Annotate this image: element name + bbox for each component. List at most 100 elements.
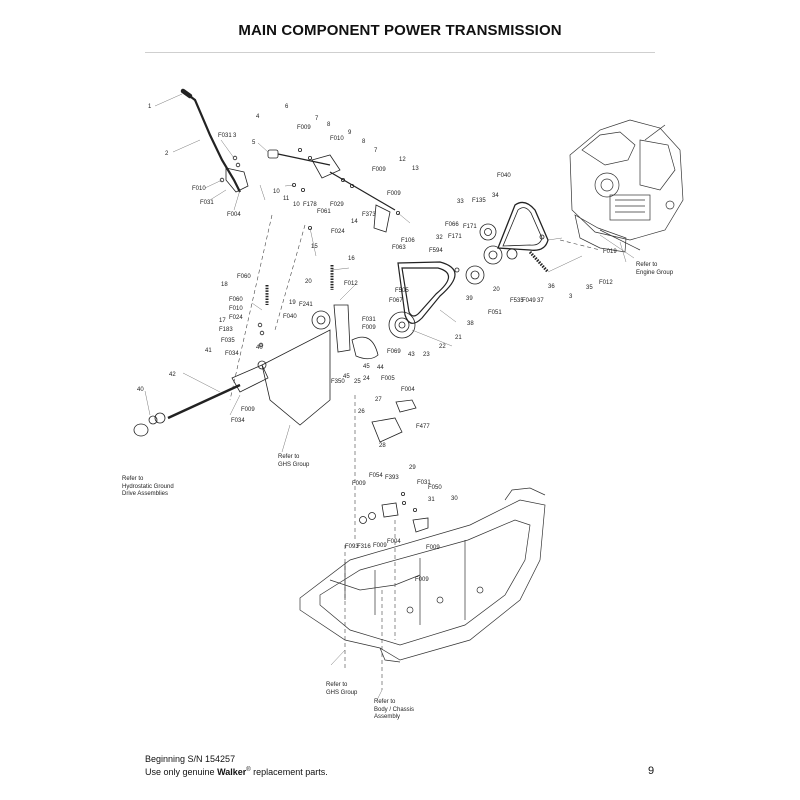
callout-label: 45 — [363, 364, 370, 370]
callout-label: F034 — [231, 418, 245, 424]
reference-line: Refer to — [374, 699, 396, 705]
callout-label: F009 — [387, 191, 401, 197]
callout-label: 32 — [436, 235, 443, 241]
callout-label: 45 — [343, 374, 350, 380]
pulleys-right — [454, 201, 550, 285]
callout-label: F031 — [218, 133, 232, 139]
callout-label: F009 — [426, 545, 440, 551]
callout-label: 20 — [493, 287, 500, 293]
callout-label: F067 — [389, 298, 403, 304]
callout-label: F009 — [352, 481, 366, 487]
callout-label: F316 — [357, 544, 371, 550]
body-chassis-reference: Refer to Body / Chassis Assembly — [374, 699, 414, 722]
callout-label: 40 — [256, 345, 263, 351]
callout-label: F061 — [317, 209, 331, 215]
callout-label: F034 — [225, 351, 239, 357]
callout-label: F035 — [221, 338, 235, 344]
callout-label: F106 — [401, 238, 415, 244]
callout-label: F031 — [200, 200, 214, 206]
callout-label: 44 — [377, 365, 384, 371]
callout-label: F241 — [299, 302, 313, 308]
reference-line: Refer to — [326, 682, 348, 688]
callout-label: F009 — [373, 543, 387, 549]
callout-label: 28 — [379, 443, 386, 449]
callout-label: F049 — [522, 298, 536, 304]
callout-label: F535 — [510, 298, 524, 304]
callout-label: F373 — [362, 212, 376, 218]
callout-label: F069 — [387, 349, 401, 355]
upper-linkage — [267, 147, 400, 233]
callout-label: 5 — [252, 140, 256, 146]
callout-label: F594 — [429, 248, 443, 254]
callout-label: 6 — [285, 104, 289, 110]
callout-label: F050 — [428, 485, 442, 491]
ghs-group-reference-lower: Refer to GHS Group — [326, 682, 357, 697]
reference-line: Refer to — [278, 454, 300, 460]
callout-label: 36 — [548, 284, 555, 290]
notice-prefix: Use only genuine — [145, 767, 218, 777]
callout-label: F054 — [369, 473, 383, 479]
callout-label: 3 — [233, 133, 237, 139]
callout-label: 17 — [219, 318, 226, 324]
callout-label: 1 — [148, 104, 152, 110]
callout-label: 23 — [423, 352, 430, 358]
callout-label: 2 — [165, 151, 169, 157]
callout-label: F009 — [241, 407, 255, 413]
callout-leaders — [144, 93, 635, 701]
callout-label: 16 — [348, 256, 355, 262]
callout-label: F010 — [229, 306, 243, 312]
callout-label: 26 — [358, 409, 365, 415]
callout-label: 18 — [221, 282, 228, 288]
callout-label: 42 — [169, 372, 176, 378]
reference-line: Refer to — [636, 262, 658, 268]
callout-label: 40 — [137, 387, 144, 393]
callout-label: 22 — [439, 344, 446, 350]
callout-label: 27 — [375, 397, 382, 403]
callout-label: 43 — [408, 352, 415, 358]
callout-label: 11 — [283, 196, 290, 202]
idler-assembly — [257, 265, 416, 360]
notice-suffix: replacement parts. — [250, 767, 328, 777]
callout-label: F178 — [303, 202, 317, 208]
reference-line: GHS Group — [326, 689, 358, 696]
serial-number: Beginning S/N 154257 — [145, 754, 236, 764]
control-lever — [180, 88, 249, 193]
callout-label: 7 — [315, 116, 319, 122]
callout-label: F010 — [192, 186, 206, 192]
callout-label: 3 — [569, 294, 573, 300]
brand-name: Walker — [217, 767, 247, 777]
callout-label: 14 — [351, 219, 358, 225]
callout-label: 4 — [256, 114, 260, 120]
registered-mark: ® — [246, 767, 251, 773]
callout-label: F093 — [345, 544, 359, 550]
callout-label: 8 — [362, 139, 366, 145]
callout-label: 15 — [311, 244, 318, 250]
callout-label: 29 — [409, 465, 416, 471]
page-title: MAIN COMPONENT POWER TRANSMISSION — [238, 22, 562, 39]
callout-label: F004 — [401, 387, 415, 393]
callout-label: F040 — [283, 314, 297, 320]
callout-label: F009 — [297, 125, 311, 131]
lower-brackets — [359, 399, 429, 533]
callout-label: 7 — [374, 148, 378, 154]
callout-label: F350 — [331, 379, 345, 385]
engine-group-reference: Refer to Engine Group — [636, 262, 673, 277]
callout-label: F024 — [229, 315, 243, 321]
callout-label: 20 — [305, 279, 312, 285]
axle-and-shroud — [133, 329, 331, 437]
reference-line: Hydrostatic Ground — [122, 483, 174, 490]
callout-label: 39 — [466, 296, 473, 302]
callout-label: F004 — [227, 212, 241, 218]
callout-label: F019 — [603, 249, 617, 255]
callout-label: F393 — [385, 475, 399, 481]
callout-labels: 1 2 3 F031 F010 F031 F004 4 6 5 F009 7 8… — [137, 104, 617, 583]
genuine-parts-notice: Use only genuine Walker® replacement par… — [145, 765, 328, 778]
callout-label: 24 — [363, 376, 370, 382]
reference-line: Refer to — [122, 476, 144, 482]
callout-label: F031 — [362, 317, 376, 323]
reference-line: Assembly — [374, 714, 401, 720]
callout-label: 9 — [348, 130, 352, 136]
callout-label: F171 — [463, 224, 477, 230]
drive-belt-front — [397, 261, 456, 324]
callout-label: 34 — [492, 193, 499, 199]
